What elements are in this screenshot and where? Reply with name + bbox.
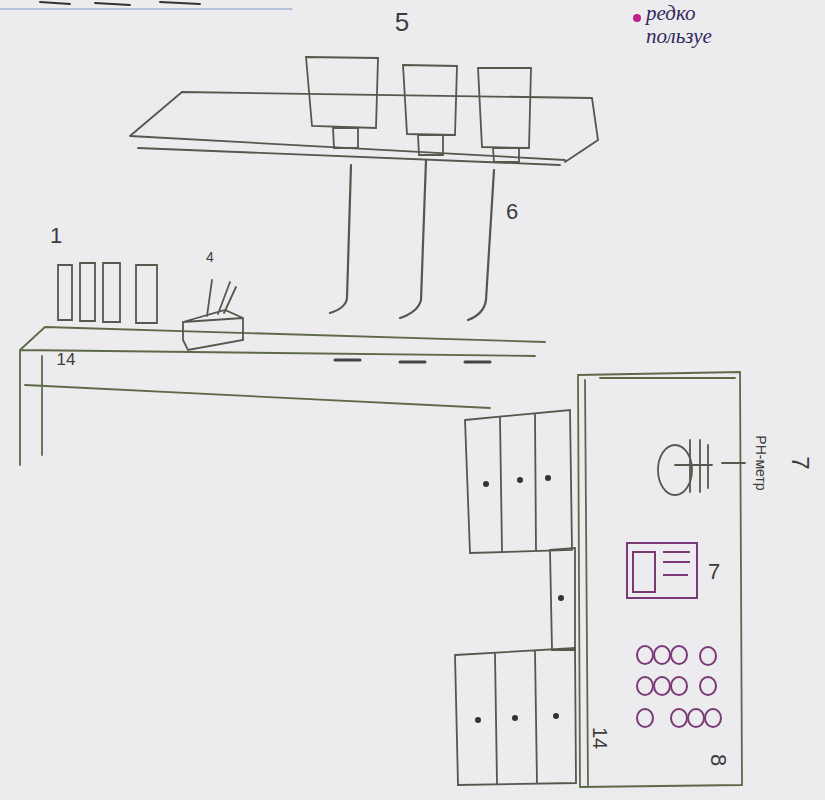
ruled-line: [0, 8, 292, 9]
stand-base: [335, 360, 490, 362]
leader-line: [722, 462, 745, 464]
ph-meter: [658, 445, 692, 495]
knob: [512, 715, 518, 721]
lamp: [306, 57, 378, 148]
purple-items: [627, 543, 721, 727]
knob: [545, 475, 551, 481]
pencil-mark: [40, 2, 200, 5]
callout-number: 7: [787, 456, 813, 469]
callout-number: 14: [589, 727, 611, 749]
middle-cabinet: [550, 548, 575, 650]
side-bench: [578, 372, 742, 787]
callout-number: 4: [206, 250, 214, 265]
knob: [475, 717, 481, 723]
lamp: [478, 68, 531, 162]
knobs: [475, 475, 564, 723]
sample-containers: [58, 263, 157, 323]
device-label: PH-метр: [752, 435, 767, 490]
lamp: [403, 65, 457, 155]
knob: [558, 595, 564, 601]
lamp-stand: [468, 170, 494, 320]
upper-cabinet: [465, 410, 572, 553]
device-panel: [633, 552, 690, 592]
lamp-stand: [400, 160, 426, 318]
callout-number: 8: [706, 754, 730, 766]
knob: [517, 477, 523, 483]
vial-rows: [637, 646, 721, 727]
pencil-cup: [183, 280, 243, 350]
callout-number: 7: [708, 560, 720, 584]
electrode: [675, 440, 712, 492]
pencil-lines: [0, 2, 745, 787]
callout-number: 5: [395, 8, 409, 37]
lower-cabinet: [455, 648, 576, 785]
bullet-dot: [633, 14, 641, 22]
callout-number: 6: [506, 200, 518, 224]
lamp-stand: [330, 165, 351, 313]
callout-number: 14: [57, 351, 76, 370]
knob: [483, 481, 489, 487]
note-text: редко пользуе: [646, 2, 761, 48]
callout-number: 1: [50, 224, 62, 248]
device: [627, 543, 697, 598]
knob: [553, 713, 559, 719]
